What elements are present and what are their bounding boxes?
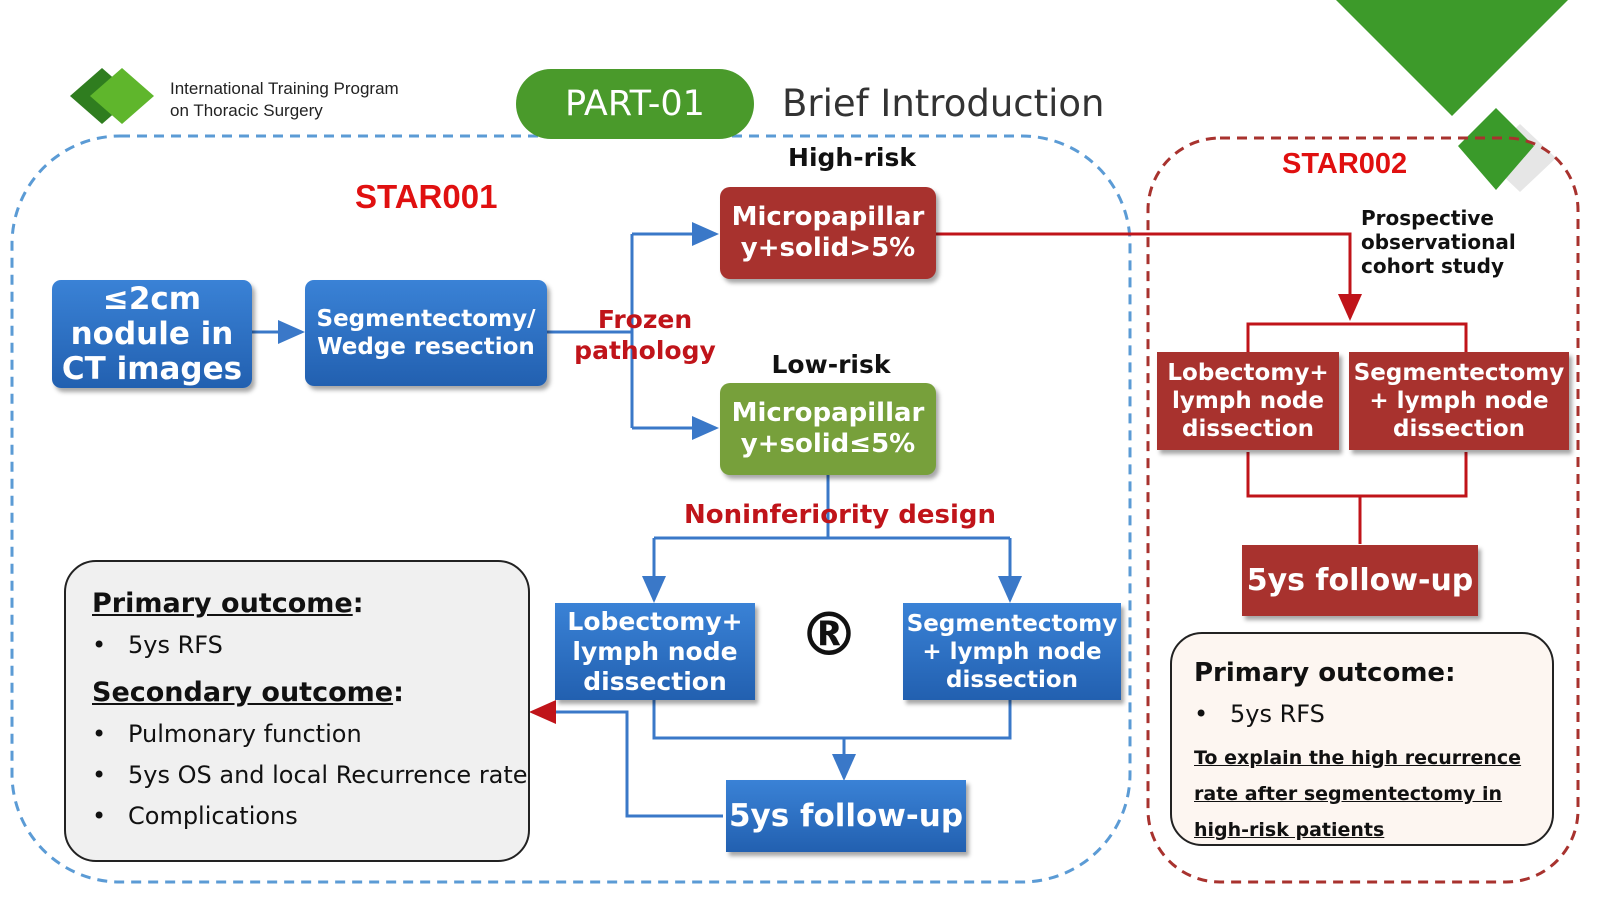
star002-aim-text: To explain the high recurrence rate afte… <box>1194 740 1552 848</box>
star001-segmentectomy-box: Segmentectomy + lymph node dissection <box>903 603 1121 700</box>
nodule-box: ≤2cm nodule in CT images <box>52 280 252 388</box>
program-name: International Training Program on Thorac… <box>170 78 399 122</box>
star002-primary-item: •5ys RFS <box>1194 700 1325 728</box>
star002-followup-box: 5ys follow-up <box>1242 545 1478 616</box>
star002-primary-heading: Primary outcome <box>1194 658 1446 688</box>
nodule-box-line2: nodule in <box>70 315 234 352</box>
star002-aim-line2: rate after segmentectomy in <box>1194 783 1503 805</box>
randomization-icon: ® <box>799 600 859 670</box>
star002-outcome-panel: Primary outcome: •5ys RFS To explain the… <box>1170 632 1554 846</box>
star001-outcome-panel: Primary outcome: •5ys RFS Secondary outc… <box>64 560 530 862</box>
frozen-label-line1: Frozen <box>597 305 693 334</box>
star002-container <box>1146 136 1580 884</box>
high-risk-box-line1: Micropapillar <box>731 202 925 232</box>
high-risk-label: High-risk <box>788 143 916 172</box>
star001-secondary-item: •Complications <box>92 802 298 830</box>
star001-primary-item-text: 5ys RFS <box>128 631 223 659</box>
star001-segmentectomy-line3: dissection <box>945 666 1078 693</box>
star002-segmentectomy-line1: Segmentectomy <box>1353 360 1565 386</box>
star002-segmentectomy-line2: + lymph node <box>1369 388 1549 414</box>
star001-secondary-item: •Pulmonary function <box>92 720 362 748</box>
star001-title: STAR001 <box>355 178 498 215</box>
star001-connectors <box>252 222 1022 818</box>
star002-lobectomy-line3: dissection <box>1181 416 1314 442</box>
star001-primary-item: •5ys RFS <box>92 631 223 659</box>
frozen-pathology-label: Frozen pathology <box>570 304 720 366</box>
surgery-box: Segmentectomy/ Wedge resection <box>305 280 547 386</box>
low-risk-box: Micropapillar y+solid≤5% <box>720 383 936 475</box>
star002-title: STAR002 <box>1282 148 1408 180</box>
diamond-decoration <box>1458 108 1556 192</box>
corner-triangle <box>1336 0 1568 116</box>
surgery-box-line2: Wedge resection <box>317 334 535 360</box>
noninferiority-label: Noninferiority design <box>683 500 996 530</box>
star001-lobectomy-line2: lymph node <box>572 636 738 666</box>
star001-secondary-item-text-2: 5ys OS and local Recurrence rate <box>128 761 528 789</box>
star002-lobectomy-box: Lobectomy+ lymph node dissection <box>1157 352 1339 450</box>
nodule-box-line3: CT images <box>61 350 243 387</box>
star001-segmentectomy-line1: Segmentectomy <box>906 610 1118 637</box>
page-title: Brief Introduction <box>782 82 1105 125</box>
star001-secondary-heading: Secondary outcome <box>92 677 394 708</box>
program-name-line2: on Thoracic Surgery <box>170 101 323 120</box>
star001-secondary-item: •5ys OS and local Recurrence rate <box>92 761 528 789</box>
cohort-label-line2: observational <box>1361 230 1516 254</box>
nodule-box-line1: ≤2cm <box>102 280 202 317</box>
star002-aim-line1: To explain the high recurrence <box>1194 747 1522 769</box>
star001-secondary-item-text-3: Complications <box>128 802 298 830</box>
star002-connectors <box>936 232 1468 544</box>
low-risk-label: Low-risk <box>771 350 891 379</box>
star002-primary-item-text: 5ys RFS <box>1230 700 1325 728</box>
program-logo <box>70 68 154 124</box>
star002-aim-line3: high-risk patients <box>1194 819 1385 841</box>
star001-followup-box: 5ys follow-up <box>726 780 966 852</box>
star002-segmentectomy-line3: dissection <box>1392 416 1525 442</box>
cohort-label-line1: Prospective <box>1361 206 1494 230</box>
low-risk-box-line1: Micropapillar <box>731 398 925 428</box>
star001-segmentectomy-line2: + lymph node <box>922 638 1102 665</box>
high-risk-box: Micropapillar y+solid>5% <box>720 187 936 279</box>
part-badge: PART-01 <box>516 69 754 139</box>
surgery-box-line1: Segmentectomy/ <box>316 306 536 332</box>
star001-lobectomy-box: Lobectomy+ lymph node dissection <box>555 603 755 700</box>
star002-segmentectomy-box: Segmentectomy + lymph node dissection <box>1349 352 1569 450</box>
star001-lobectomy-line3: dissection <box>583 666 727 696</box>
star001-primary-heading: Primary outcome <box>92 588 353 619</box>
cohort-label-line3: cohort study <box>1361 254 1505 278</box>
star002-lobectomy-line1: Lobectomy+ <box>1167 360 1329 386</box>
cohort-study-label: Prospective observational cohort study <box>1361 206 1516 278</box>
star002-lobectomy-line2: lymph node <box>1172 388 1324 414</box>
frozen-label-line2: pathology <box>574 336 716 365</box>
high-risk-box-line2: y+solid>5% <box>740 233 916 263</box>
star001-lobectomy-line1: Lobectomy+ <box>567 606 743 636</box>
low-risk-box-line2: y+solid≤5% <box>740 429 916 459</box>
star001-secondary-item-text-1: Pulmonary function <box>128 720 362 748</box>
program-name-line1: International Training Program <box>170 79 399 98</box>
